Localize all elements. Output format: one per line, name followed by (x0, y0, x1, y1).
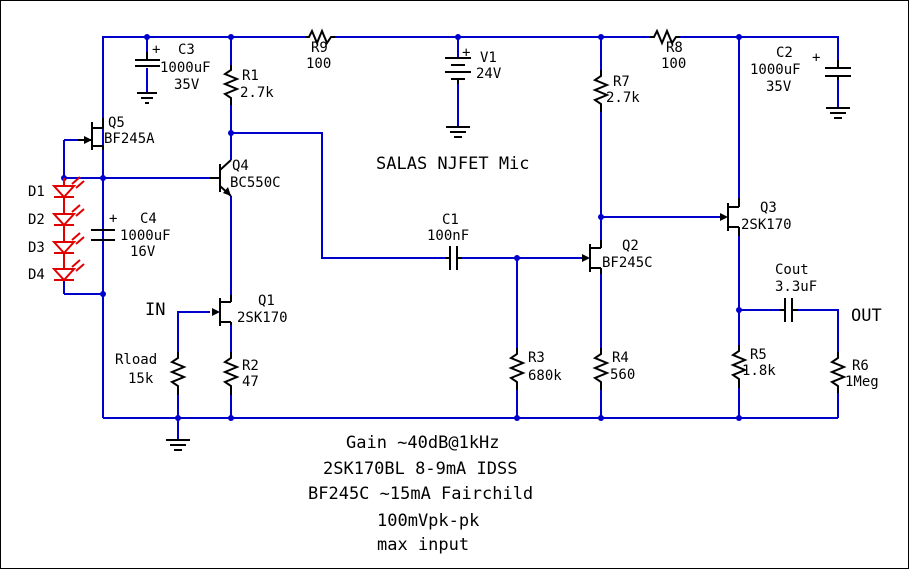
d2-ref: D2 (28, 212, 45, 228)
jfet-q3 (720, 198, 740, 236)
r4-value: 560 (610, 367, 635, 383)
q4-ref: Q4 (232, 158, 249, 174)
resistor-r7 (592, 70, 610, 112)
c2-value: 1000uF (750, 62, 801, 78)
resistor-r5 (730, 345, 748, 388)
jfet-q5 (78, 118, 104, 150)
rload-ref: Rload (115, 352, 157, 368)
r6-ref: R6 (852, 358, 869, 374)
d1-ref: D1 (28, 184, 45, 200)
c3-rating: 35V (174, 77, 200, 93)
q3-ref: Q3 (760, 200, 777, 216)
rload-value: 15k (128, 371, 154, 387)
r3-value: 680k (528, 368, 562, 384)
q4-value: BC550C (230, 175, 281, 191)
r4-ref: R4 (612, 350, 629, 366)
c4-rating: 16V (130, 244, 156, 260)
led-d4 (51, 253, 85, 282)
capacitor-c2 (825, 60, 851, 119)
schematic-title: SALAS NJFET Mic (376, 154, 530, 174)
q1-ref: Q1 (258, 293, 275, 309)
r1-ref: R1 (242, 68, 259, 84)
r5-value: 1.8k (742, 363, 776, 379)
c2-ref: C2 (776, 45, 793, 61)
q5-ref: Q5 (108, 115, 125, 131)
capacitor-cout (780, 298, 798, 322)
battery-v1 (445, 57, 471, 138)
c4-ref: C4 (140, 211, 157, 227)
resistor-r4 (592, 348, 610, 390)
r7-ref: R7 (613, 74, 630, 90)
resistor-r9 (305, 28, 335, 46)
r5-ref: R5 (750, 347, 767, 363)
note-line-5: max input (377, 535, 469, 555)
q2-value: BF245C (602, 255, 653, 271)
note-line-2: 2SK170BL 8-9mA IDSS (323, 459, 517, 479)
q3-value: 2SK170 (741, 217, 792, 233)
note-line-1: Gain ~40dB@1kHz (346, 433, 500, 453)
junction-dots (61, 34, 742, 421)
resistor-r1 (222, 65, 240, 105)
d4-ref: D4 (28, 267, 45, 283)
led-d1 (51, 176, 85, 199)
r2-ref: R2 (242, 358, 259, 374)
c4-value: 1000uF (120, 228, 171, 244)
c2-polarity: + (812, 50, 820, 66)
r9-value: 100 (306, 56, 331, 72)
led-d3 (51, 225, 85, 255)
c3-ref: C3 (178, 42, 195, 58)
wires (63, 36, 839, 440)
c1-ref: C1 (442, 212, 459, 228)
capacitor-c1 (445, 246, 462, 270)
v1-value: 24V (476, 66, 502, 82)
input-label: IN (145, 300, 165, 320)
q5-value: BF245A (104, 131, 155, 147)
c4-polarity: + (109, 211, 117, 227)
capacitor-c4 (91, 229, 115, 241)
r8-value: 100 (661, 56, 686, 72)
note-line-3: BF245C ~15mA Fairchild (308, 484, 533, 504)
note-line-4: 100mVpk-pk (377, 511, 479, 531)
bjt-q4 (210, 159, 232, 197)
output-label: OUT (851, 306, 882, 326)
cout-value: 3.3uF (775, 279, 817, 295)
resistor-rload (169, 352, 187, 395)
cout-ref: Cout (775, 262, 809, 278)
r1-value: 2.7k (240, 85, 274, 101)
led-d2 (51, 197, 85, 227)
r8-ref: R8 (666, 40, 683, 56)
jfet-q1 (212, 295, 232, 326)
r9-ref: R9 (311, 40, 328, 56)
c3-value: 1000uF (160, 60, 211, 76)
ground-symbol (166, 439, 190, 451)
r2-value: 47 (242, 374, 259, 390)
resistor-r2 (222, 352, 240, 395)
r6-value: 1Meg (845, 374, 879, 390)
resistor-r6 (829, 352, 847, 393)
r3-ref: R3 (528, 350, 545, 366)
q2-ref: Q2 (622, 238, 639, 254)
v1-polarity: + (462, 45, 470, 61)
d3-ref: D3 (28, 240, 45, 256)
jfet-q2 (582, 240, 602, 274)
c1-value: 100nF (427, 228, 469, 244)
capacitor-c3 (135, 52, 160, 104)
c3-polarity: + (152, 42, 160, 58)
c2-rating: 35V (766, 79, 792, 95)
v1-ref: V1 (480, 50, 497, 66)
r7-value: 2.7k (606, 90, 640, 106)
resistor-r3 (508, 348, 526, 390)
resistor-r8 (650, 28, 680, 46)
q1-value: 2SK170 (237, 310, 288, 326)
